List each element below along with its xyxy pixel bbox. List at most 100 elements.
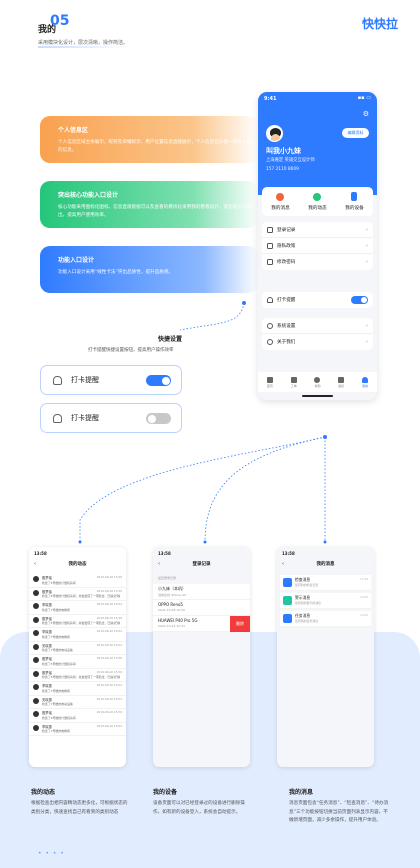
feature-card-desc: 核心功能采用图标化图标，信息直观能据可以及查看的模块化采用我的看看设计，使功能入… [58,205,251,218]
item-time: 2019-06-20 15:36 [96,656,122,660]
edit-profile-button[interactable]: 编辑资料 [342,128,369,138]
menu-item-login-records[interactable]: 登录记录 › [262,222,373,238]
user-phone: 157 2110 8609 [266,167,299,172]
title-underline [38,46,133,48]
quick-settings-title: 快捷设置 [158,336,183,343]
chevron-right-icon: › [366,226,368,233]
feature-card-entry: 功能入口设计 功能入口设计采用“线性卡法”突出品质性，提升品质感。 [40,246,258,293]
message-icon [276,192,285,201]
status-time: 13:58 [34,551,47,556]
menu-item-about-us[interactable]: 关于我们› [262,334,373,350]
check-message-icon [283,578,292,587]
menu-label: 登录记录 [277,227,296,233]
login-hint: 最近登录记录 [158,576,177,580]
user-name: 叫我小九妹 [266,147,301,155]
punch-reminder-toggle[interactable] [351,296,368,304]
work-order-icon [290,376,297,383]
avatar [33,589,39,596]
menu-item-privacy-policy[interactable]: 隐私政策› [262,238,373,254]
message-row[interactable]: 任务消息 您有新的任务消息 10:56 [280,611,371,627]
toggle-off[interactable] [146,413,171,424]
device-icon [351,192,358,201]
privacy-icon [267,242,273,249]
tab-attendance[interactable]: 考勤 [314,376,321,388]
message-title: 警示消息 [295,595,311,600]
quick-my-devices[interactable]: 我的设备 [345,192,364,211]
decorative-dots: • • • • [38,850,65,857]
device-row-swiped[interactable]: HUAWEI P40 Pro 5G 2022-10-21 10:41 [153,616,230,632]
item-time: 2019-06-20 15:36 [96,575,122,579]
quick-my-dynamic[interactable]: 我的动态 [308,192,327,211]
item-time: 2019-06-20 15:36 [96,615,122,620]
tab-home[interactable]: 首页 [266,376,273,388]
quick-label: 我的消息 [271,205,290,211]
item-time: 2019-06-20 15:36 [96,669,122,674]
quick-my-messages[interactable]: 我的消息 [271,192,290,211]
status-time: 9:41 [264,96,277,102]
menu-item-system-settings[interactable]: 系统设置› [262,318,373,334]
section-title-dynamic: 我的动态 [31,789,56,796]
chevron-right-icon: › [366,339,368,345]
device-row[interactable]: OPPO Reno5 2021-10-28 16:00 [153,600,250,616]
status-time: 13:58 [158,551,171,556]
device-row[interactable]: 小九妹（本机） 当前在线 iPhone XS [153,584,250,600]
item-text: 检查了5号楼的计量机房间：并发发现了一项隐患：已提交到相关人员... [42,621,120,625]
back-arrow-icon[interactable]: ‹ [34,561,36,567]
quick-settings-desc: 打卡提醒快捷设置按钮，提高用户操作效率 [88,348,174,353]
user-location: 上海嘉定 英雄交互设计师 [266,158,315,163]
nav-title: 我的消息 [316,562,335,567]
menu-item-change-password[interactable]: 修改密码› [262,254,373,270]
tab-work-order[interactable]: 工单 [290,376,297,388]
bell-icon [53,413,62,423]
avatar[interactable] [266,125,283,142]
phone-my-messages: 13:58 ‹ 我的消息 检查消息 您有新的检查记录 11:09 警示消息 您有… [277,547,374,767]
punch-switch-on-demo: 打卡提醒 [40,365,182,395]
avatar [33,630,39,636]
feature-card-profile: 个人信息区 个人信息区域主体展示，昵称及荣耀标示、用户位置信息直接展示，个人信息… [40,116,258,163]
item-time: 2019-06-20 16:52 [96,683,122,687]
menu-label: 修改密码 [277,260,296,265]
message-row[interactable]: 警示消息 您有新的警示的消息 10:56 [280,593,371,609]
delete-button[interactable]: 删除 [230,616,250,632]
menu-label: 系统设置 [277,323,296,329]
message-time: 10:56 [359,595,368,599]
settings-gear-icon[interactable]: ⚙ [362,110,369,118]
message-row[interactable]: 检查消息 您有新的检查记录 11:09 [280,575,371,591]
tab-label: 首页 [266,383,273,388]
avatar [33,711,39,717]
page-title: 我的 [38,25,57,35]
tab-organization[interactable]: 组织 [338,376,344,388]
menu-label: 打卡提醒 [277,298,296,303]
home-icon [266,376,273,383]
item-name: 李晓蕙 [42,603,52,607]
toggle-on[interactable] [146,375,171,386]
back-arrow-icon[interactable]: ‹ [158,561,160,567]
quick-label: 我的动态 [308,205,327,211]
device-name: 小九妹（本机） [158,586,186,591]
message-time: 11:09 [359,577,368,581]
item-text: 检查了7号楼的电梯间 [42,688,70,693]
item-time: 2019-06-20 16:52 [96,642,122,647]
item-text: 检查了5号楼的计量机房间 [42,715,76,720]
lock-icon [267,259,273,265]
section-title-devices: 我的设备 [153,789,178,796]
device-name: HUAWEI P40 Pro 5G [158,618,198,623]
tab-mine[interactable]: 我的 [362,376,368,388]
dynamic-icon [313,192,322,201]
message-time: 10:56 [359,613,368,617]
back-arrow-icon[interactable]: ‹ [282,561,284,567]
